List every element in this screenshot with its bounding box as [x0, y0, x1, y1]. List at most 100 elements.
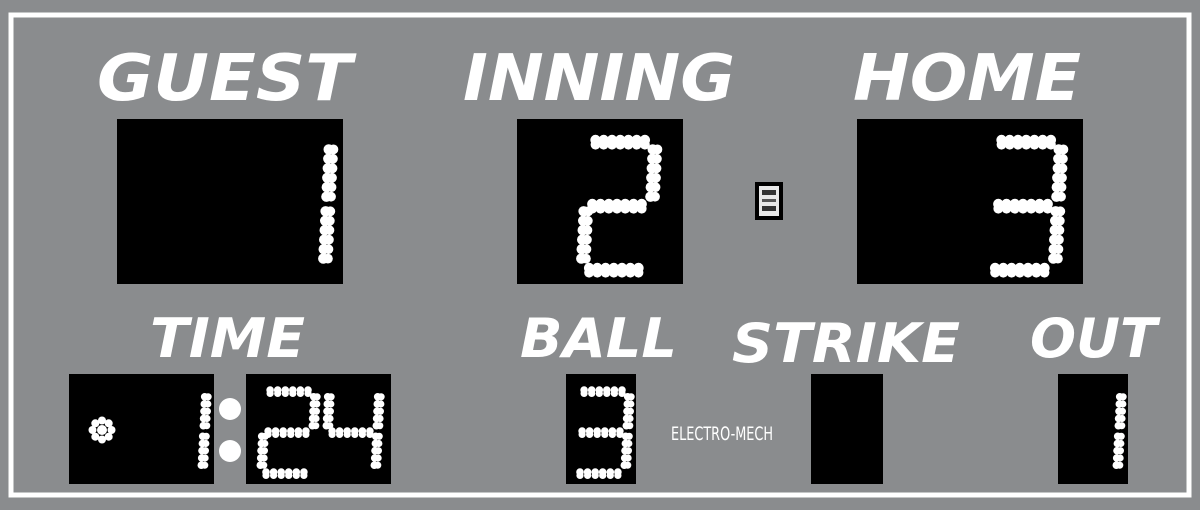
digit-lamp	[202, 432, 210, 440]
digit-lamp	[1117, 439, 1125, 448]
digit-lamp	[374, 454, 382, 462]
digit-lamp	[292, 471, 300, 479]
indicator-lamp	[88, 426, 97, 434]
digit-lamp	[323, 244, 334, 255]
digit-lamp	[324, 234, 334, 245]
time-colon-dot-upper	[219, 398, 241, 420]
digit-lamp	[1029, 139, 1040, 150]
digit-lamp	[623, 139, 634, 150]
digit-lamp	[1054, 225, 1065, 236]
digit-lamp	[313, 393, 321, 401]
guest-label: GUEST	[97, 42, 357, 116]
digit-lamp	[1056, 182, 1067, 193]
digit-lamp	[620, 203, 631, 214]
digit-lamp	[1117, 432, 1125, 440]
digit-lamp	[1001, 203, 1012, 214]
inning-digits	[576, 134, 663, 278]
digit-lamp	[1058, 153, 1068, 164]
digit-lamp	[576, 471, 584, 479]
digit-lamp	[366, 430, 374, 438]
digit-lamp	[607, 139, 617, 150]
digit-lamp	[601, 430, 609, 438]
digit-lamp	[584, 471, 592, 479]
digit-lamp	[313, 400, 321, 408]
digit-lamp	[624, 454, 632, 462]
digit-lamp	[326, 182, 337, 193]
digit-lamp	[652, 153, 662, 164]
digit-lamp	[324, 225, 335, 236]
digit-lamp	[1119, 393, 1127, 401]
out-label: OUT	[1030, 307, 1161, 370]
digit-lamp	[1034, 203, 1045, 214]
digit-lamp	[626, 422, 634, 430]
digit-lamp	[593, 430, 601, 438]
digit-lamp	[260, 447, 268, 455]
brand-logo: ELECTRO-MECH	[671, 423, 773, 445]
digit-lamp	[591, 471, 599, 479]
digit-lamp	[640, 139, 650, 150]
digit-lamp	[1116, 461, 1124, 469]
digit-lamp	[1031, 267, 1042, 278]
strike-label: STRIKE	[732, 312, 960, 375]
digit-lamp	[1026, 203, 1037, 214]
digit-lamp	[1053, 244, 1064, 255]
digit-lamp	[326, 414, 334, 423]
time-indicator-lamp	[88, 416, 116, 444]
digit-lamp	[584, 267, 594, 278]
indicator-lamp	[98, 435, 106, 444]
digit-lamp	[625, 439, 633, 448]
digit-lamp	[262, 471, 270, 479]
digit-lamp	[328, 144, 339, 155]
digit-lamp	[203, 422, 211, 430]
digit-lamp	[204, 400, 212, 408]
digit-lamp	[993, 203, 1004, 214]
digit-lamp	[203, 414, 211, 423]
digit-lamp	[203, 407, 211, 415]
digit-lamp	[279, 430, 287, 438]
digit-lamp	[651, 163, 662, 174]
digit-lamp	[1055, 206, 1066, 217]
ball-label: BALL	[520, 307, 677, 370]
indicator-lamp	[97, 425, 107, 435]
digit-lamp	[327, 172, 337, 183]
digit-lamp	[599, 471, 607, 479]
digit-lamp	[610, 389, 619, 397]
digit-lamp	[325, 206, 336, 217]
digit-lamp	[1014, 267, 1025, 278]
digit-lamp	[592, 267, 603, 278]
digit-lamp	[277, 471, 285, 479]
digit-lamp	[1037, 139, 1048, 150]
digit-lamp	[351, 430, 359, 438]
digit-lamp	[595, 389, 603, 397]
digit-lamp	[1057, 172, 1067, 183]
digit-lamp	[201, 454, 209, 462]
digit-lamp	[374, 447, 382, 455]
digit-lamp	[1023, 267, 1033, 278]
time-seconds-digits	[256, 386, 385, 479]
time-minutes-digits	[197, 393, 212, 470]
digit-lamp	[1021, 139, 1032, 150]
digit-lamp	[606, 471, 614, 479]
out-digits	[1112, 393, 1127, 470]
digit-lamp	[1058, 144, 1069, 155]
digit-lamp	[625, 267, 636, 278]
digit-lamp	[294, 430, 302, 438]
digit-lamp	[1004, 139, 1015, 150]
digit-lamp	[590, 139, 601, 150]
digit-lamp	[261, 432, 269, 440]
digit-lamp	[618, 389, 626, 397]
digit-lamp	[582, 225, 593, 236]
digit-lamp	[312, 422, 320, 430]
digit-lamp	[323, 253, 333, 264]
digit-lamp	[582, 234, 592, 245]
digit-lamp	[1053, 253, 1063, 264]
digit-lamp	[627, 393, 635, 401]
digit-lamp	[598, 139, 609, 150]
time-colon-dot-lower	[219, 440, 241, 462]
digit-lamp	[614, 471, 622, 479]
digit-lamp	[603, 389, 611, 397]
digit-lamp	[624, 447, 633, 455]
digit-lamp	[201, 461, 209, 469]
